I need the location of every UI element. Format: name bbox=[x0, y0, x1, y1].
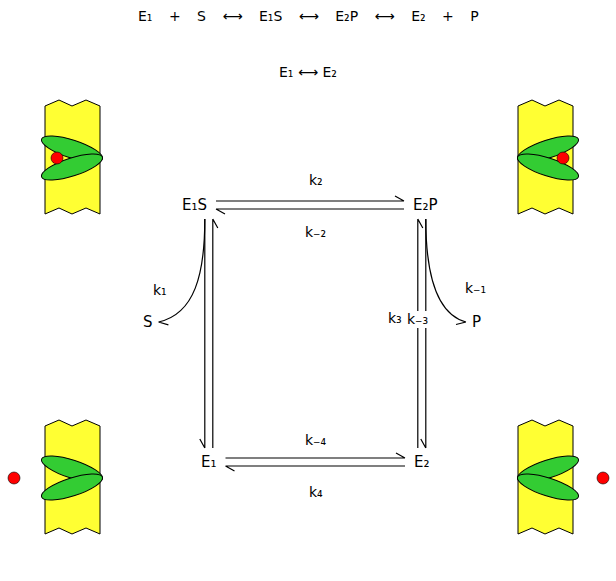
rate-arrow bbox=[216, 209, 404, 214]
rate-constant: k₂ bbox=[308, 172, 324, 189]
rate-arrow bbox=[421, 219, 426, 448]
node-text: E₁S bbox=[182, 196, 207, 214]
transporter-e1 bbox=[8, 420, 105, 534]
node-text: E₂P bbox=[413, 196, 438, 214]
transporter-e2p bbox=[515, 100, 581, 214]
state-node: E₁S bbox=[179, 194, 210, 216]
node-text: E₂ bbox=[414, 453, 430, 471]
state-node: E₁ bbox=[198, 451, 220, 473]
rate-constant: k₋₂ bbox=[304, 224, 327, 241]
species-label: S bbox=[140, 311, 156, 333]
rate-constant: k₋₃ bbox=[406, 311, 429, 328]
rate-arrow bbox=[226, 453, 406, 458]
reaction-scheme: E₁ + S ⟷ E₁S ⟷ E₂P ⟷ E₂ + P bbox=[138, 8, 479, 25]
state-node: E₂P bbox=[410, 194, 441, 216]
reaction-scheme: E₁ ⟷ E₂ bbox=[279, 64, 337, 81]
node-text: P bbox=[472, 313, 481, 331]
node-text: E₁ bbox=[201, 453, 217, 471]
rate-arrow bbox=[213, 219, 218, 448]
rate-arrow bbox=[418, 219, 423, 448]
species-label: P bbox=[469, 311, 484, 333]
rate-arrow bbox=[226, 466, 406, 471]
rate-constant: k₋₁ bbox=[464, 280, 487, 297]
transporter-e2 bbox=[515, 420, 609, 534]
rate-constant: k₁ bbox=[152, 282, 168, 299]
transporter-e1s bbox=[39, 100, 105, 214]
rate-constant: k₋₄ bbox=[304, 432, 327, 449]
node-text: S bbox=[143, 313, 153, 331]
rate-constant: k₄ bbox=[308, 484, 324, 501]
rate-arrow bbox=[159, 219, 205, 325]
state-node: E₂ bbox=[411, 451, 433, 473]
rate-arrow bbox=[426, 219, 466, 325]
rate-constant: k₃ bbox=[387, 310, 403, 327]
rate-arrow bbox=[216, 196, 404, 201]
rate-arrow bbox=[200, 219, 205, 448]
